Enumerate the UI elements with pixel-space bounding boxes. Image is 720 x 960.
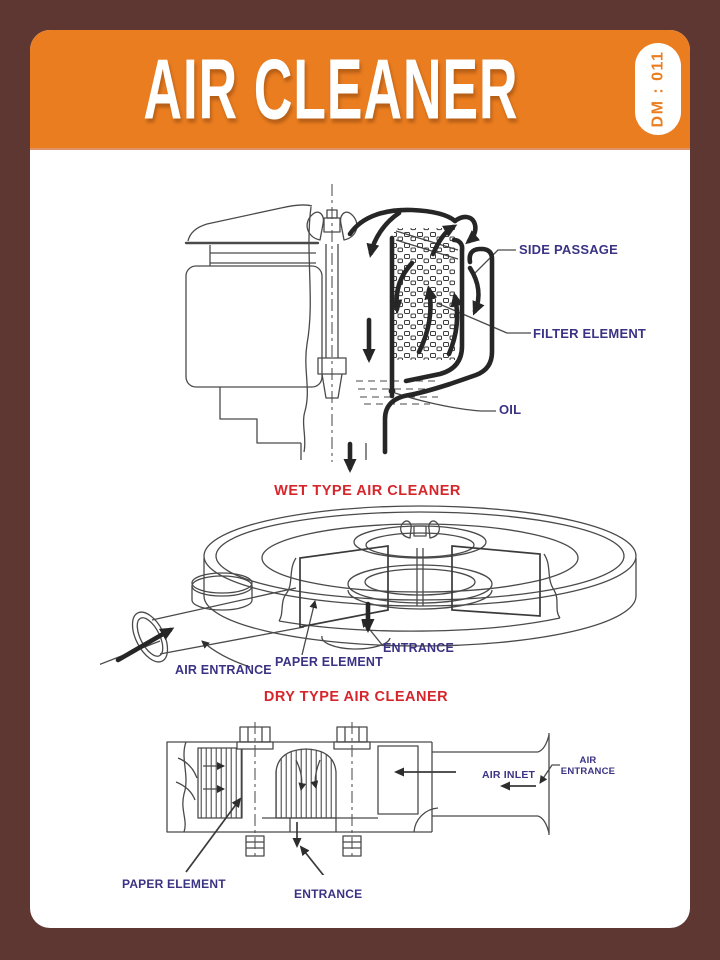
dry-label-paper-element: PAPER ELEMENT bbox=[275, 655, 383, 669]
wet-label-oil: OIL bbox=[499, 402, 522, 417]
dry-label-entrance: ENTRANCE bbox=[383, 641, 455, 655]
wet-caption: WET TYPE AIR CLEANER bbox=[274, 483, 461, 499]
wet-air-cleaner-drawing bbox=[184, 184, 531, 473]
dry-caption: DRY TYPE AIR CLEANER bbox=[263, 689, 449, 705]
dry-label-air-entrance: AIR ENTRANCE bbox=[175, 663, 272, 677]
code-badge-text: DM : 011 bbox=[649, 50, 667, 128]
wet-label-side-passage: SIDE PASSAGE bbox=[519, 242, 618, 257]
code-badge: DM : 011 bbox=[635, 43, 681, 135]
section-label-air-entrance: AIR ENTRANCE bbox=[556, 755, 620, 777]
content-card: AIR CLEANER DM : 011 bbox=[30, 30, 690, 928]
page-title: AIR CLEANER bbox=[143, 41, 519, 137]
wet-label-filter-element: FILTER ELEMENT bbox=[533, 326, 647, 341]
section-label-air-inlet: AIR INLET bbox=[482, 769, 536, 781]
title-bar: AIR CLEANER DM : 011 bbox=[30, 30, 690, 150]
section-label-paper-element: PAPER ELEMENT bbox=[122, 877, 226, 891]
dry-air-cleaner-drawing bbox=[100, 505, 637, 668]
section-label-air-entrance-line2: ENTRANCE bbox=[560, 766, 616, 777]
sectional-air-cleaner-drawing bbox=[166, 722, 560, 875]
section-label-air-entrance-line1: AIR bbox=[579, 755, 597, 766]
section-label-entrance: ENTRANCE bbox=[294, 887, 363, 901]
